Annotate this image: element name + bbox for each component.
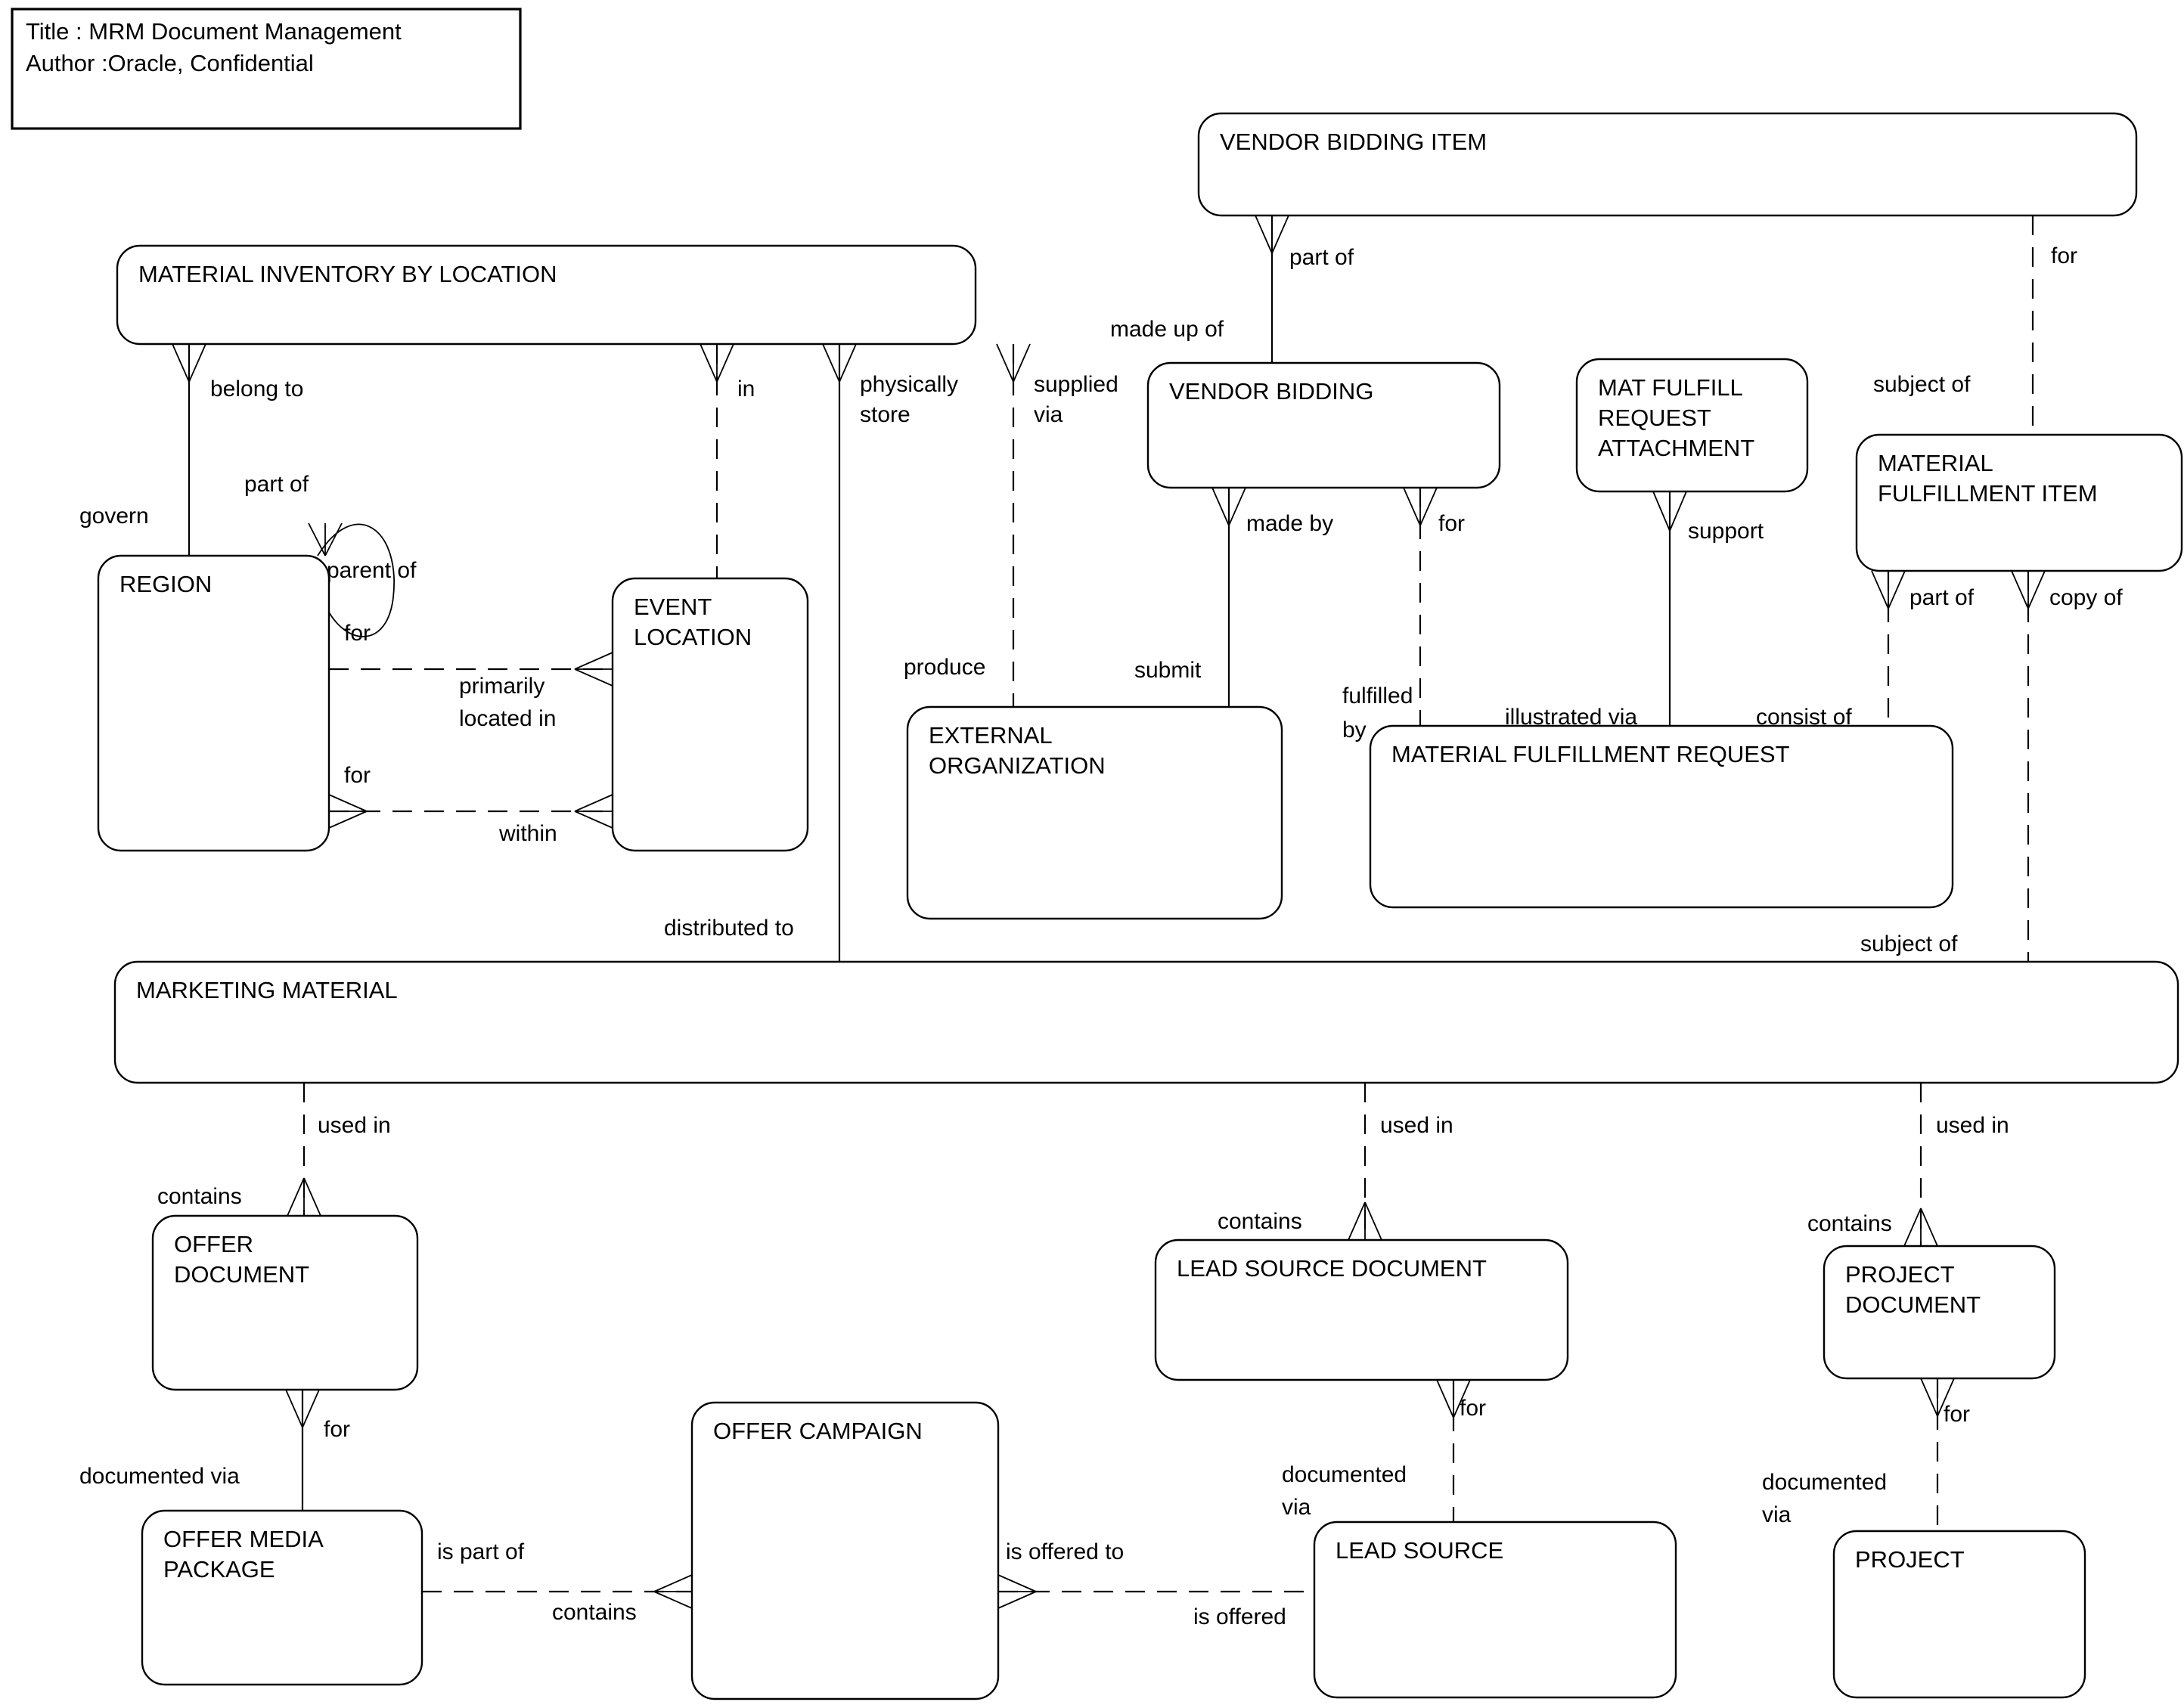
entity-box-lead_source[interactable] (1313, 1521, 1677, 1699)
rel-label-govern: govern (79, 504, 149, 529)
entity-box-lead_source_document[interactable] (1154, 1238, 1569, 1381)
rel-label-made-up-of: made up of (1110, 317, 1224, 342)
rel-label-for-vbi: for (2051, 243, 2077, 268)
rel-label-contains-project: contains (1807, 1211, 1892, 1236)
entity-label-vendor_bidding: VENDOR BIDDING (1169, 378, 1373, 405)
entity-box-mat_fulfill_request_attachment[interactable] (1575, 358, 1809, 493)
rel-label-for-project-doc: for (1944, 1402, 1970, 1427)
entity-box-marketing_material[interactable] (113, 960, 2179, 1084)
rel-label-submit: submit (1134, 658, 1202, 683)
rel-label-used-in-offer: used in (318, 1113, 391, 1138)
rel-label-documented-via-project-1: documented (1762, 1470, 1887, 1495)
entity-box-project[interactable] (1832, 1530, 2086, 1699)
entity-label-project: PROJECT (1855, 1546, 1965, 1573)
rel-label-documented-via-project-2: via (1762, 1502, 1792, 1527)
entity-label-offer_campaign: OFFER CAMPAIGN (713, 1418, 923, 1444)
rel-label-fulfilled-1: fulfilled (1342, 684, 1413, 708)
rel-label-for-region-2: for (344, 763, 371, 788)
rel-label-made-by: made by (1246, 511, 1333, 536)
rel-label-in: in (737, 377, 755, 401)
relationship-edges (172, 215, 2046, 1609)
rel-label-parent-of-region: parent of (327, 558, 417, 583)
entity-labels: MATERIAL INVENTORY BY LOCATION VENDOR BID… (119, 129, 2098, 1583)
rel-label-for-vb: for (1438, 511, 1465, 536)
entity-label-material_fulfillment_request: MATERIAL FULFILLMENT REQUEST (1391, 741, 1790, 767)
rel-label-support: support (1688, 519, 1764, 544)
entity-boxes (97, 112, 2183, 1700)
rel-label-belong-to: belong to (210, 377, 303, 401)
entity-label-region: REGION (119, 571, 212, 597)
entity-box-material_fulfillment_request[interactable] (1369, 724, 1954, 909)
rel-label-contains-lead: contains (1218, 1209, 1302, 1234)
rel-label-primarily-1: primarily (459, 674, 544, 699)
entity-label-material_inventory_by_location: MATERIAL INVENTORY BY LOCATION (138, 261, 557, 287)
rel-label-subject-of-mfi: subject of (1873, 372, 1971, 397)
rel-label-for-lead-doc: for (1460, 1396, 1486, 1421)
entity-box-offer_campaign[interactable] (690, 1401, 1000, 1700)
entity-box-offer_media_package[interactable] (141, 1509, 423, 1686)
entity-box-region[interactable] (97, 554, 330, 852)
rel-label-used-in-lead: used in (1380, 1113, 1453, 1138)
rel-label-supplied-1: supplied (1034, 372, 1118, 397)
entity-label-lead_source_document: LEAD SOURCE DOCUMENT (1177, 1255, 1487, 1282)
rel-label-part-of-region: part of (244, 472, 309, 497)
entity-label-vendor_bidding_item: VENDOR BIDDING ITEM (1220, 129, 1487, 155)
rel-label-is-part-of: is part of (437, 1539, 525, 1564)
rel-label-produce: produce (904, 655, 985, 680)
rel-label-documented-via-lead-2: via (1282, 1495, 1311, 1520)
rel-label-consist-of: consist of (1756, 705, 1852, 730)
rel-label-fulfilled-2: by (1342, 718, 1367, 742)
rel-label-supplied-2: via (1034, 402, 1063, 427)
rel-label-illustrated-via: illustrated via (1505, 705, 1637, 730)
rel-label-primarily-2: located in (459, 706, 556, 731)
entity-box-material_inventory_by_location[interactable] (116, 244, 977, 346)
rel-label-part-of-mfi: part of (1909, 585, 1975, 610)
entity-box-project_document[interactable] (1823, 1245, 2056, 1380)
rel-label-is-offered-to: is offered to (1006, 1539, 1124, 1564)
entity-box-vendor_bidding[interactable] (1146, 361, 1501, 489)
entity-box-external_organization[interactable] (906, 705, 1283, 920)
rel-label-physically-store-2: store (860, 402, 911, 427)
rel-label-documented-via-lead-1: documented (1282, 1462, 1407, 1487)
rel-label-copy-of: copy of (2049, 585, 2123, 610)
relationship-labels: belong to in physically store supplied via mad… (79, 243, 2123, 1629)
rel-label-is-offered: is offered (1193, 1604, 1286, 1629)
entity-label-lead_source: LEAD SOURCE (1336, 1537, 1503, 1564)
rel-label-contains-campaign: contains (552, 1600, 637, 1625)
entity-box-event_location[interactable] (611, 577, 809, 852)
rel-label-documented-via-offer: documented via (79, 1464, 240, 1489)
entity-box-vendor_bidding_item[interactable] (1197, 112, 2138, 217)
rel-label-distributed-to: distributed to (664, 916, 794, 941)
rel-label-within: within (498, 821, 557, 846)
title-block: Title : MRM Document Management Author :… (11, 8, 522, 130)
author-line: Author :Oracle, Confidential (26, 50, 314, 76)
rel-label-used-in-project: used in (1936, 1113, 2009, 1138)
rel-label-contains-offer: contains (157, 1184, 242, 1209)
rel-label-for-region-1: for (344, 621, 371, 646)
rel-label-part-of-vbi: part of (1289, 245, 1354, 270)
entity-box-offer_document[interactable] (151, 1214, 419, 1391)
rel-label-physically-store-1: physically (860, 372, 958, 397)
rel-label-subject-of-mm: subject of (1860, 932, 1958, 956)
entity-label-marketing_material: MARKETING MATERIAL (136, 977, 398, 1003)
rel-label-for-offer-doc: for (324, 1417, 350, 1442)
title-line: Title : MRM Document Management (26, 18, 402, 45)
entity-box-material_fulfillment_item[interactable] (1855, 433, 2183, 572)
